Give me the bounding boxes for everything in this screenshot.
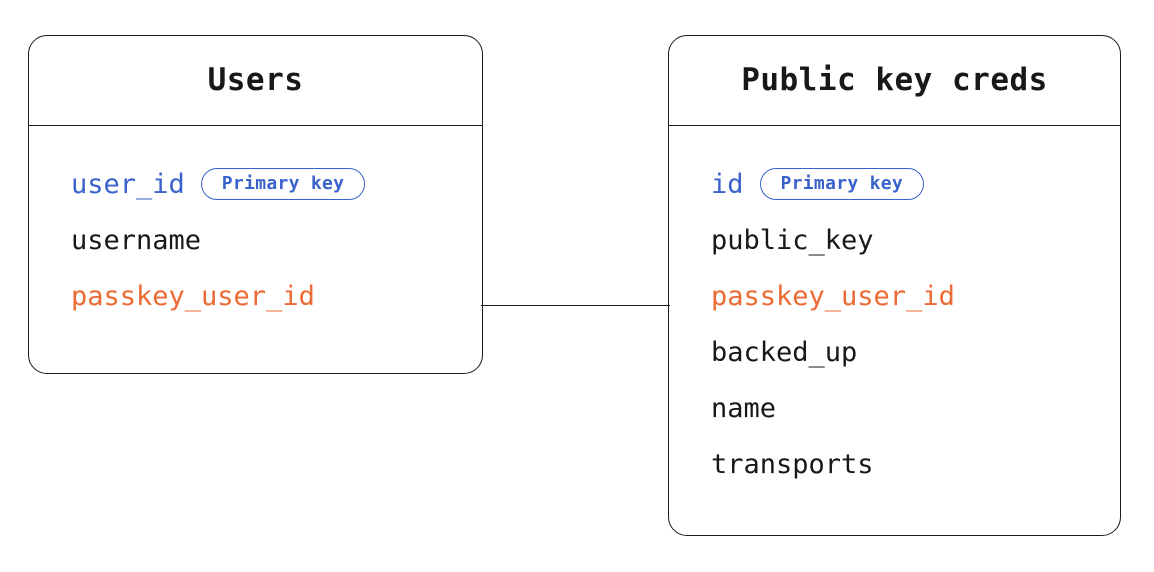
entity-users[interactable]: Users user_id Primary key username passk… — [28, 35, 483, 374]
entity-public-key-creds-field-list: id Primary key public_key passkey_user_i… — [669, 126, 1120, 492]
entity-public-key-creds-header: Public key creds — [669, 36, 1120, 126]
field-row-name[interactable]: name — [669, 380, 1120, 436]
entity-public-key-creds-title: Public key creds — [741, 62, 1048, 98]
field-name-username: username — [71, 224, 202, 256]
entity-public-key-creds[interactable]: Public key creds id Primary key public_k… — [668, 35, 1121, 536]
field-row-username[interactable]: username — [29, 212, 482, 268]
entity-users-field-list: user_id Primary key username passkey_use… — [29, 126, 482, 324]
field-row-public-key[interactable]: public_key — [669, 212, 1120, 268]
primary-key-badge-user-id: Primary key — [200, 168, 366, 200]
field-row-backed-up[interactable]: backed_up — [669, 324, 1120, 380]
field-name-user-id: user_id — [71, 168, 185, 200]
relationship-connector-users-to-public-key-creds — [481, 305, 670, 306]
primary-key-badge-label: Primary key — [221, 173, 345, 194]
field-row-passkey-user-id[interactable]: passkey_user_id — [669, 268, 1120, 324]
entity-users-header: Users — [29, 36, 482, 126]
primary-key-badge-label: Primary key — [780, 173, 904, 194]
field-row-user-id[interactable]: user_id Primary key — [29, 156, 482, 212]
entity-users-title: Users — [207, 62, 304, 98]
field-name-id: id — [711, 168, 744, 200]
field-name-public-key: public_key — [711, 224, 874, 256]
field-row-passkey-user-id[interactable]: passkey_user_id — [29, 268, 482, 324]
field-name-passkey-user-id: passkey_user_id — [71, 280, 315, 312]
field-name-name: name — [711, 392, 777, 424]
field-name-transports: transports — [711, 448, 874, 480]
primary-key-badge-id: Primary key — [759, 168, 925, 200]
field-name-backed-up: backed_up — [711, 336, 858, 368]
field-name-passkey-user-id: passkey_user_id — [711, 280, 955, 312]
field-row-id[interactable]: id Primary key — [669, 156, 1120, 212]
field-row-transports[interactable]: transports — [669, 436, 1120, 492]
